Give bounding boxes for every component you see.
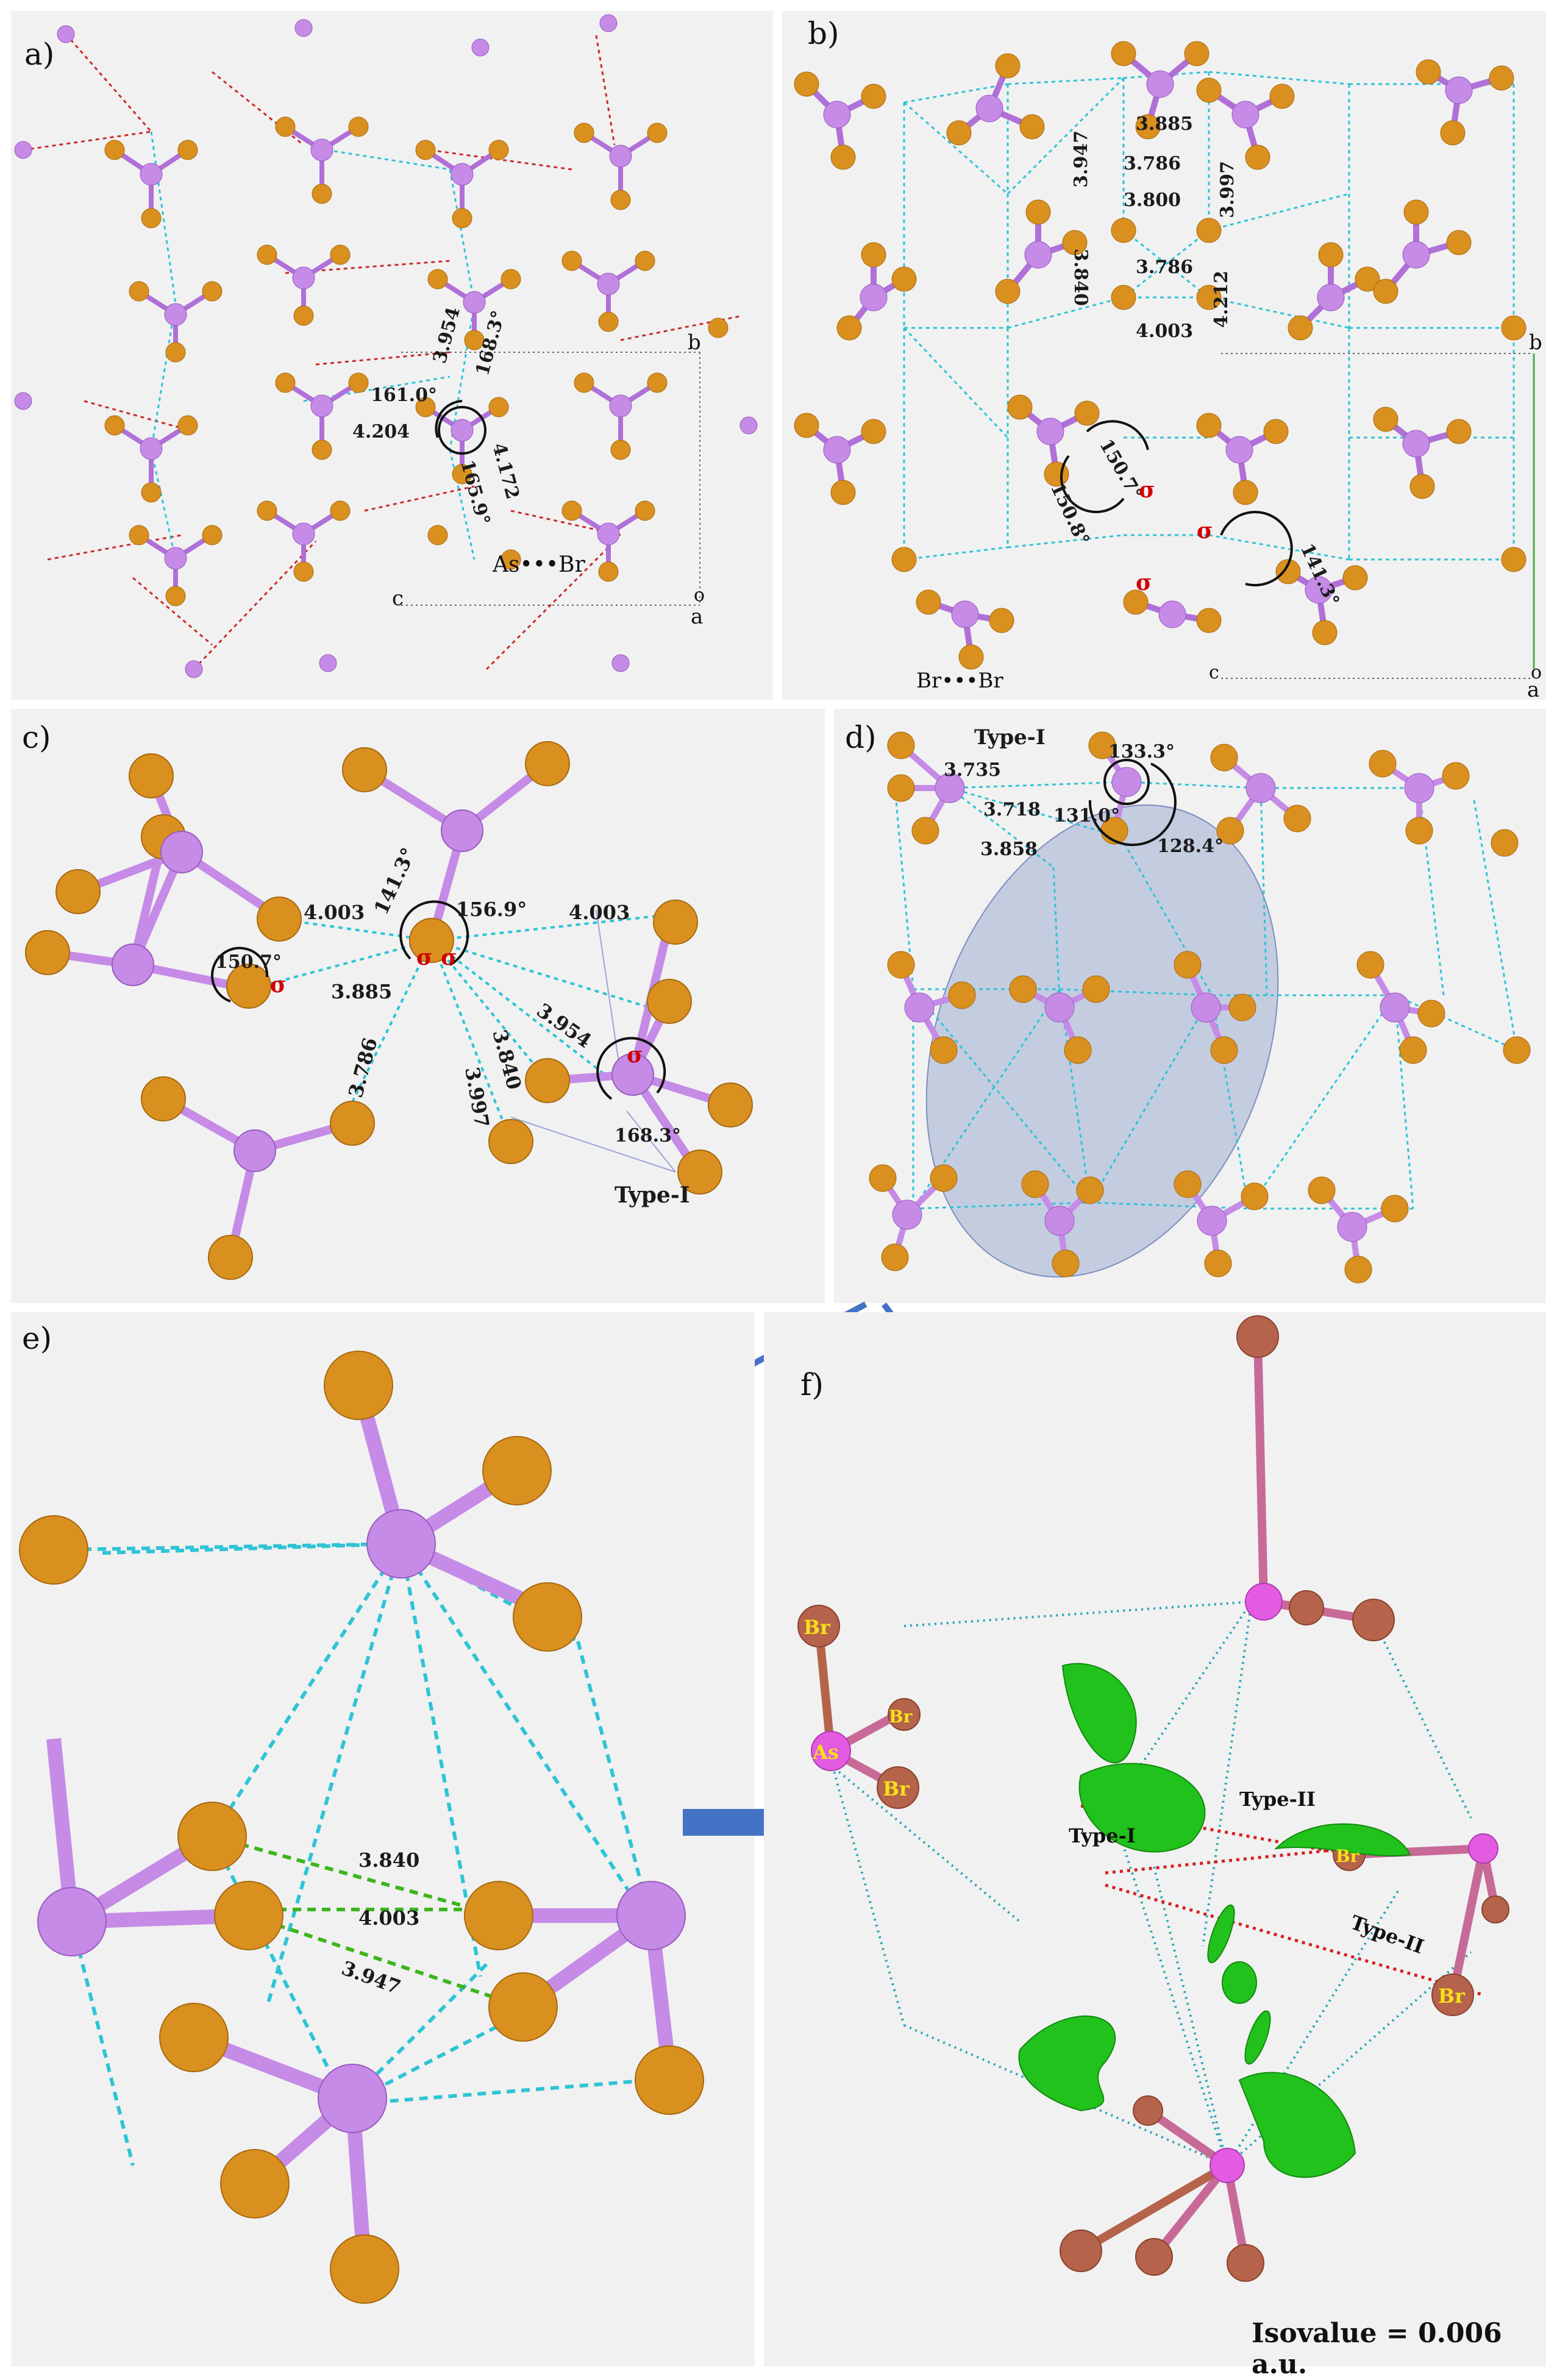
nci-surface-8 <box>1238 2072 1356 2178</box>
a-atom-label: As•••Br <box>492 552 586 577</box>
panel-a-angle-arcs <box>435 400 486 455</box>
panel-d-angle-arcs <box>1088 759 1177 847</box>
b-m7: 3.786 <box>1136 257 1193 278</box>
c-m6: 3.885 <box>331 980 392 1003</box>
panel-e: 3.840 4.003 3.947 e) <box>11 1312 755 2367</box>
panel-d-structure: Type-I 3.735 133.3° 3.718 131.0° 3.858 1… <box>869 725 1531 1284</box>
nci-surface-1 <box>1061 1663 1137 1764</box>
d-m4: 131.0° <box>1053 805 1120 826</box>
f-atom-br4: Br <box>1336 1846 1360 1866</box>
panel-f-molecules <box>797 1315 1509 2282</box>
panel-c-type-i-guides <box>510 909 676 1173</box>
panel-f: Br As Br Br Br Br Type-II Type-I Type-II… <box>764 1312 1546 2380</box>
panel-f-contacts <box>824 1600 1472 2167</box>
panel-c-structure: 4.003 141.3° 156.9° 4.003 150.7° 3.885 3… <box>25 741 753 1280</box>
panel-b: 3.885 3.947 3.786 3.997 3.800 3.840 3.78… <box>782 11 1546 700</box>
b-axis-b: b <box>1529 330 1542 355</box>
b-atom-label: Br•••Br <box>916 669 1003 693</box>
panel-b-molecules <box>794 41 1527 670</box>
panel-d-highlight-region <box>925 804 1279 1278</box>
panel-b-unit-cell <box>1221 353 1532 679</box>
b-axis-c: c <box>1209 662 1219 683</box>
nci-surface-2 <box>1078 1763 1206 1853</box>
b-m9: 4.003 <box>1136 321 1193 342</box>
f-type-i: Type-I <box>1069 1824 1136 1847</box>
panel-a-unit-cell <box>401 352 700 606</box>
panel-b-label: b) <box>808 16 839 51</box>
panel-d-label: d) <box>845 720 877 755</box>
panel-d-molecules <box>869 731 1531 1284</box>
b-axis-o: o <box>1531 662 1542 683</box>
d-m1: 3.735 <box>944 759 1001 781</box>
c-type-label: Type-I <box>615 1182 690 1208</box>
f-atom-br5: Br <box>1438 1984 1466 2008</box>
a-axis-o: o <box>694 584 705 606</box>
b-m8: 4.212 <box>1211 271 1232 328</box>
panel-c-angle-arcs <box>211 900 666 1100</box>
panel-e-structure: 3.840 4.003 3.947 <box>19 1351 704 2304</box>
f-atom-br3: Br <box>883 1777 910 1800</box>
nci-surface-3 <box>1274 1823 1411 1857</box>
panel-b-angle-arcs <box>1060 420 1293 587</box>
c-sigma-3: σ <box>441 945 457 970</box>
panel-f-atom-labels: Br As Br Br Br Br <box>803 1616 1466 2008</box>
c-sigma-1: σ <box>270 972 287 998</box>
a-m4: 4.204 <box>352 421 410 442</box>
nci-surface-6 <box>1244 2010 1271 2065</box>
b-m2: 3.947 <box>1071 130 1092 188</box>
c-sigma-4: σ <box>627 1042 643 1068</box>
b-sigma-1: σ <box>1139 477 1155 503</box>
d-m2: 133.3° <box>1108 741 1175 762</box>
b-m1: 3.885 <box>1136 113 1193 135</box>
c-m3: 156.9° <box>456 898 527 921</box>
f-type-ii-b: Type-II <box>1347 1911 1427 1958</box>
f-atom-br2: Br <box>889 1707 913 1727</box>
panel-f-label: f) <box>800 1367 824 1402</box>
c-m4: 4.003 <box>569 901 630 924</box>
a-axis-c: c <box>392 586 404 611</box>
nci-surface-7 <box>1018 2015 1116 2112</box>
panel-a: 3.954 168.3° 161.0° 4.204 4.172 165.9° A… <box>11 11 773 700</box>
panel-f-nci-surfaces <box>1018 1663 1411 2178</box>
e-m1: 3.840 <box>358 1849 419 1872</box>
b-sigma-3: σ <box>1136 570 1152 595</box>
e-m2: 4.003 <box>358 1906 419 1930</box>
f-atom-as: As <box>812 1741 839 1764</box>
d-type-label: Type-I <box>974 725 1046 750</box>
panel-c: 4.003 141.3° 156.9° 4.003 150.7° 3.885 3… <box>11 709 825 1303</box>
a-m3: 161.0° <box>371 385 437 406</box>
f-atom-br1: Br <box>803 1616 831 1639</box>
a-axis-a: a <box>691 605 703 629</box>
panel-e-molecules <box>19 1351 704 2304</box>
c-sigma-2: σ <box>416 945 433 970</box>
c-m11: 168.3° <box>615 1125 681 1146</box>
panel-f-structure: Br As Br Br Br Br Type-II Type-I Type-II <box>797 1315 1509 2282</box>
a-axis-b: b <box>688 330 701 355</box>
b-sigma-2: σ <box>1197 518 1213 544</box>
panel-e-green-contacts <box>212 1835 524 2009</box>
f-type-ii-a: Type-II <box>1239 1788 1316 1811</box>
d-m3: 3.718 <box>983 799 1041 820</box>
d-m5: 3.858 <box>980 839 1038 860</box>
panel-a-structure: 3.954 168.3° 161.0° 4.204 4.172 165.9° A… <box>14 14 758 678</box>
b-m3: 3.786 <box>1124 153 1181 174</box>
b-m5: 3.800 <box>1124 190 1181 211</box>
panel-c-label: c) <box>22 720 51 755</box>
nci-surface-4 <box>1207 1904 1235 1964</box>
d-m6: 128.4° <box>1157 836 1224 857</box>
panel-b-structure: 3.885 3.947 3.786 3.997 3.800 3.840 3.78… <box>794 41 1542 700</box>
panel-d: Type-I 3.735 133.3° 3.718 131.0° 3.858 1… <box>834 709 1546 1303</box>
isovalue-label: Isovalue = 0.006 a.u. <box>1252 2318 1502 2380</box>
nci-surface-5 <box>1222 1961 1257 2004</box>
b-axis-a: a <box>1527 678 1539 700</box>
panel-e-label: e) <box>22 1321 52 1356</box>
panel-a-label: a) <box>24 37 55 72</box>
b-m4: 3.997 <box>1217 161 1238 218</box>
c-m5: 150.7° <box>215 951 282 973</box>
c-m1: 4.003 <box>304 901 365 924</box>
b-m6: 3.840 <box>1070 249 1091 306</box>
panel-c-molecules <box>25 741 753 1280</box>
panel-a-molecules <box>14 14 758 678</box>
